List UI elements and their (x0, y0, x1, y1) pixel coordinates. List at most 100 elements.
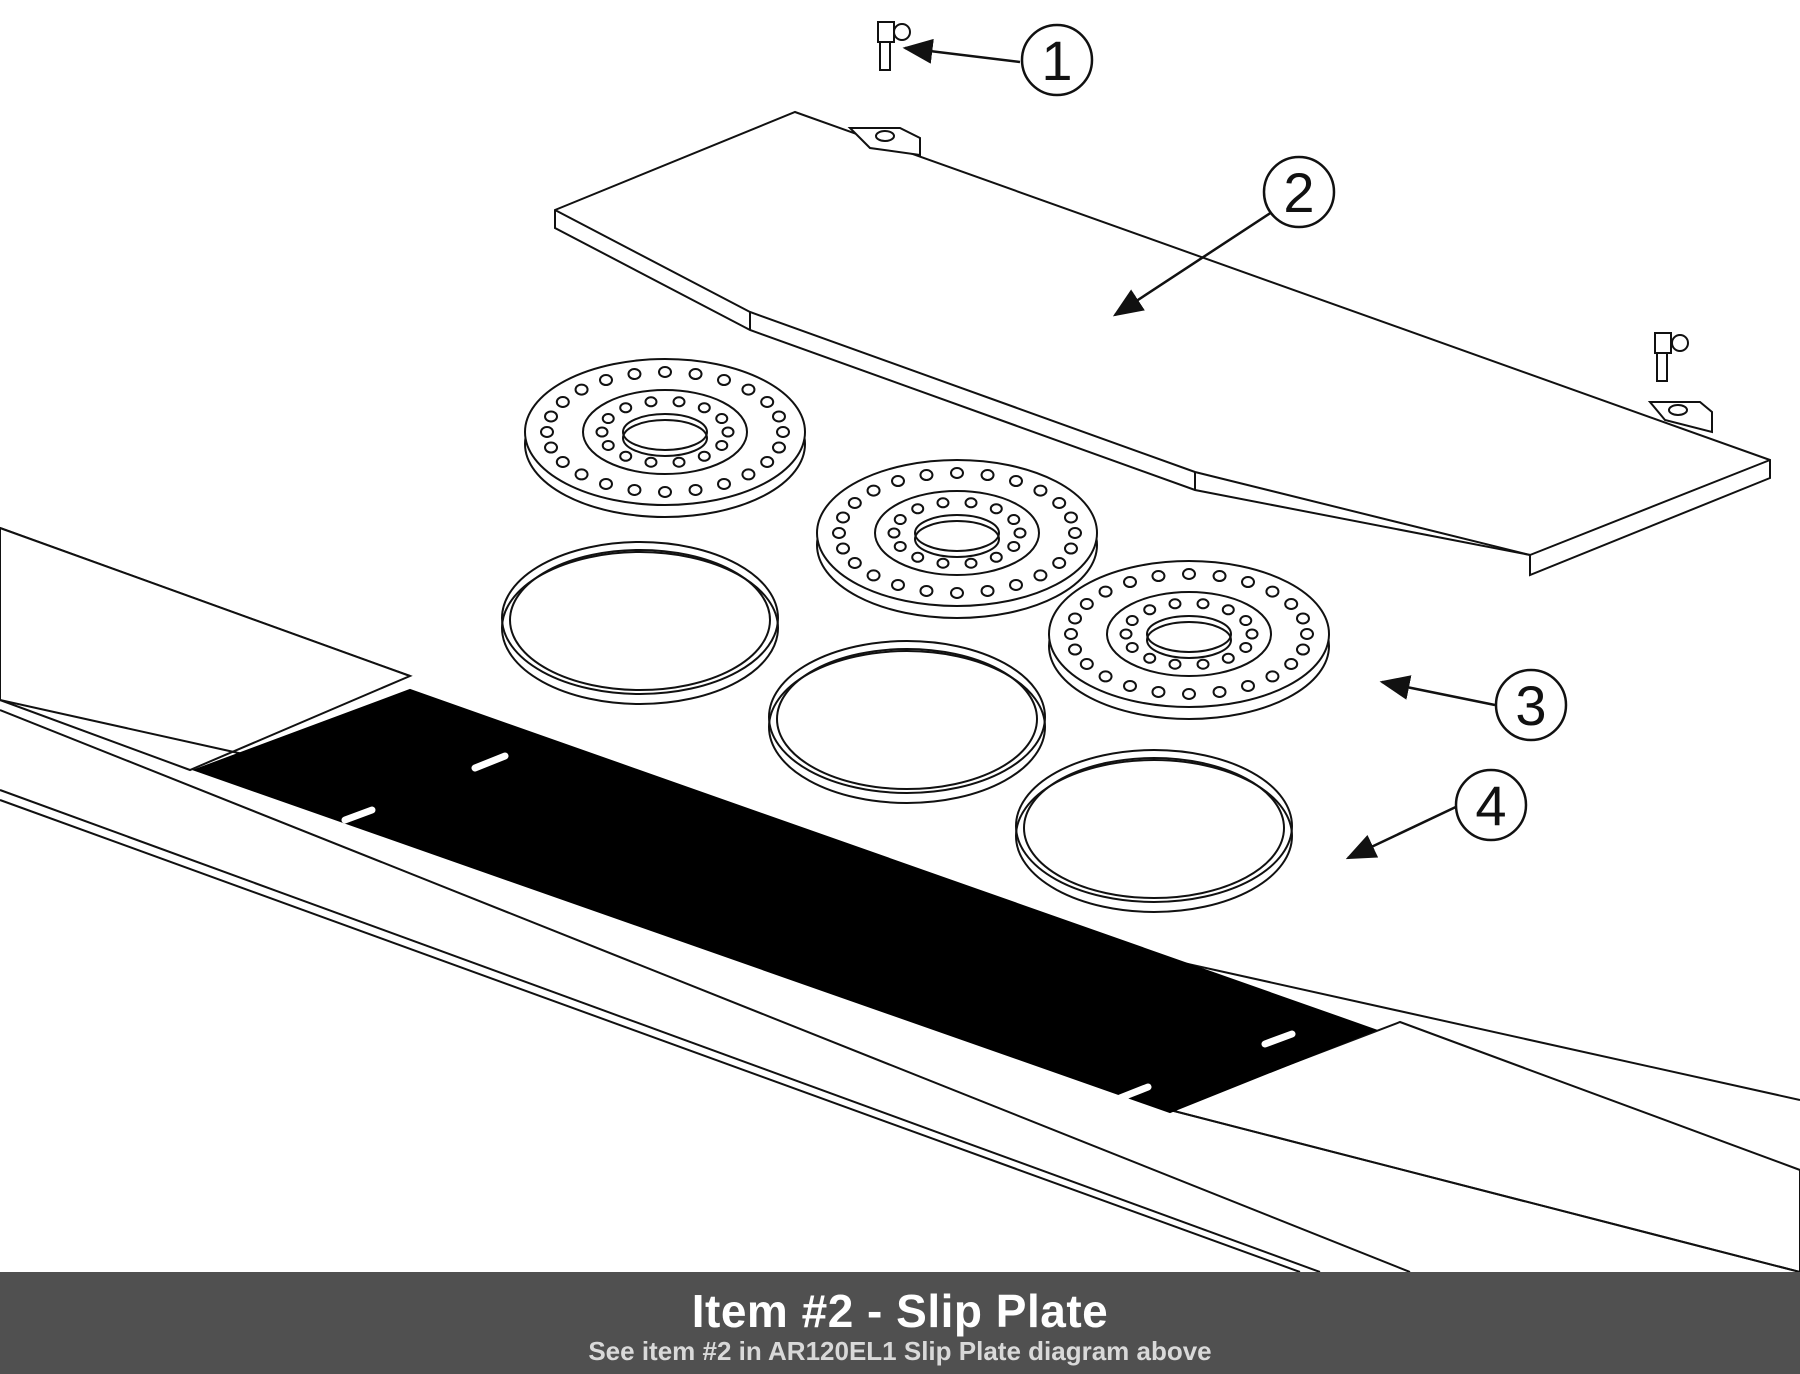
leader-lines (902, 38, 1496, 860)
disc-hole (1295, 612, 1310, 625)
disc-hole (658, 486, 672, 498)
disc-hole (1151, 570, 1166, 583)
disc-hole (672, 456, 686, 468)
disc-hole (887, 527, 901, 539)
disc-hole (644, 456, 658, 468)
disc-hole (599, 477, 613, 490)
disc-hole (1068, 527, 1082, 539)
disc-hole (672, 396, 686, 408)
disc-hole (847, 557, 862, 569)
disc-hole (950, 467, 964, 479)
callout-2-number: 2 (1283, 161, 1314, 224)
disc-hole (1143, 652, 1157, 664)
slip-plate-exploded-diagram: 1 2 3 4 (0, 21, 1800, 1272)
disc-hole (644, 396, 658, 408)
disc-hole (1300, 628, 1314, 640)
callout-1: 1 (1020, 23, 1094, 97)
disc-hole (1221, 604, 1235, 616)
disc-hole (1212, 685, 1227, 698)
disc-hole (688, 368, 703, 381)
disc-hole (980, 469, 995, 482)
turntable-disc (524, 358, 806, 518)
disc-hole (688, 483, 703, 496)
disc-hole (619, 450, 633, 462)
disc-hole (1125, 641, 1139, 653)
disc-hole (760, 456, 775, 468)
turntable-ring (768, 640, 1046, 804)
disc-hole (891, 578, 905, 591)
caption-subtitle: See item #2 in AR120EL1 Slip Plate diagr… (588, 1336, 1212, 1366)
disc-hole (1098, 670, 1113, 683)
disc-hole (771, 410, 786, 423)
leader-line-3 (1379, 675, 1496, 707)
disc-hole (832, 527, 846, 539)
disc-hole (1241, 576, 1255, 589)
disc-hole (601, 439, 615, 451)
disc-hole (741, 468, 756, 481)
disc-hole (1079, 658, 1094, 670)
disc-hole (627, 483, 642, 496)
disc-hole (964, 557, 978, 569)
disc-hole (599, 374, 613, 387)
disc-hole (891, 475, 905, 488)
disc-hole (1245, 628, 1259, 640)
disc-hole (836, 511, 851, 524)
disc-hole (836, 542, 851, 555)
disc-hole (717, 374, 731, 387)
disc-hole (1063, 542, 1078, 555)
disc-hole (911, 551, 925, 563)
disc-hole (1196, 598, 1210, 610)
callout-3: 3 (1494, 668, 1568, 742)
turntable-rings (501, 541, 1293, 913)
disc-hole (544, 410, 559, 423)
disc-hole (847, 497, 862, 509)
disc-hole (555, 456, 570, 468)
disc-hole (1182, 688, 1196, 700)
caption-bar: Item #2 - Slip Plate See item #2 in AR12… (0, 1272, 1800, 1374)
disc-hole (1295, 643, 1310, 656)
disc-hole (1068, 643, 1083, 656)
disc-hole (741, 383, 756, 396)
disc-hole (574, 468, 589, 481)
callout-1-number: 1 (1041, 29, 1072, 92)
runway-rail (0, 526, 1800, 1272)
disc-hole (1221, 652, 1235, 664)
disc-hole (1151, 685, 1166, 698)
disc-hole (658, 366, 672, 378)
disc-hole (717, 477, 731, 490)
disc-hole (1098, 585, 1113, 598)
disc-hole (1068, 612, 1083, 625)
disc-hole (601, 413, 615, 425)
slip-plate-top (554, 110, 1771, 577)
disc-hole (893, 514, 907, 526)
disc-hole (1063, 511, 1078, 524)
leader-line-4 (1345, 803, 1461, 860)
disc-hole (1007, 514, 1021, 526)
disc-hole (1064, 628, 1078, 640)
disc-hole (1125, 615, 1139, 627)
disc-hole (776, 426, 790, 438)
disc-hole (1284, 658, 1299, 670)
pin-1 (877, 21, 911, 71)
disc-hole (919, 469, 934, 482)
disc-hole (1239, 615, 1253, 627)
disc-hole (697, 450, 711, 462)
disc-hole (1009, 475, 1023, 488)
disc-hole (1182, 568, 1196, 580)
disc-hole (1009, 578, 1023, 591)
disc-hole (544, 441, 559, 454)
disc-hole (1033, 484, 1048, 497)
disc-hole (771, 441, 786, 454)
turntable-disc (816, 459, 1098, 619)
disc-hole (555, 396, 570, 408)
pin-2 (1654, 332, 1689, 382)
disc-hole (980, 584, 995, 597)
disc-hole (866, 484, 881, 497)
disc-hole (989, 503, 1003, 515)
disc-hole (574, 383, 589, 396)
disc-hole (715, 413, 729, 425)
disc-hole (1052, 497, 1067, 509)
disc-hole (715, 439, 729, 451)
black-slip-plate (192, 688, 1378, 1114)
leader-line-2 (1112, 208, 1276, 317)
